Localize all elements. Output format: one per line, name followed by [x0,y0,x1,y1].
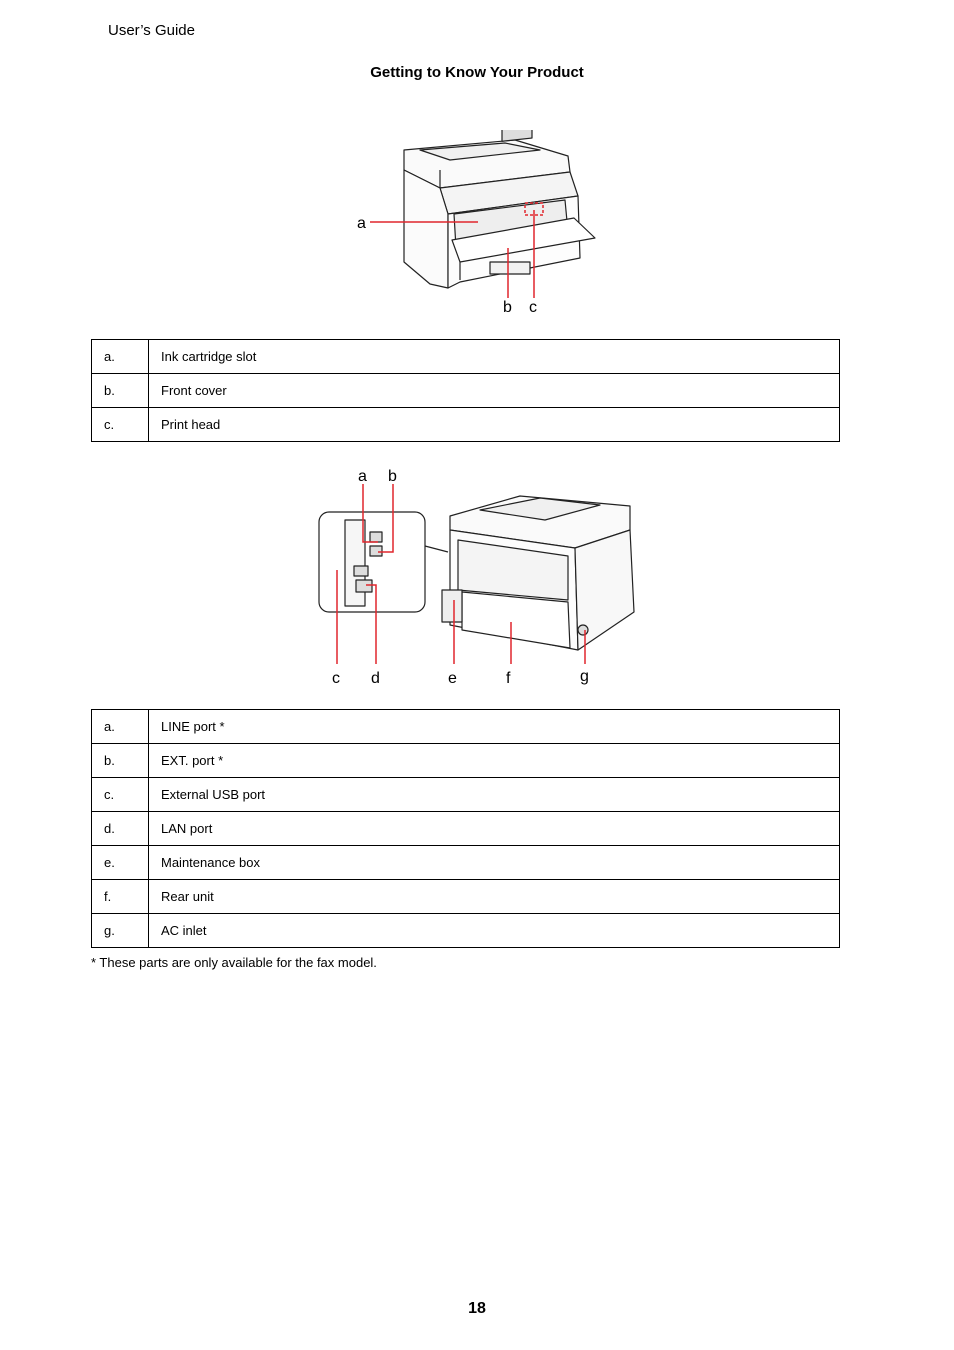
part-label: Front cover [148,373,840,408]
section-title: Getting to Know Your Product [370,64,584,81]
running-header: User’s Guide [108,22,195,39]
callout-c: c [529,299,537,316]
table-row: b.EXT. port * [91,743,840,778]
callout-b: b [503,299,512,316]
callout-e: e [448,670,457,687]
table-row: e.Maintenance box [91,845,840,880]
callout-g: g [580,668,589,685]
printer-rear-illustration: a b c d e f g [318,468,635,687]
part-key: g. [91,913,149,948]
printer-front-illustration: a b c [357,130,596,316]
table-row: f.Rear unit [91,879,840,914]
part-key: c. [91,407,149,442]
callout-c: c [332,670,340,687]
callout-a: a [357,215,366,232]
part-key: f. [91,879,149,914]
rear-parts-table: a.LINE port *b.EXT. port *c.External USB… [91,709,840,948]
table-row: c.Print head [91,407,840,442]
table-row: d.LAN port [91,811,840,846]
part-key: d. [91,811,149,846]
callout-d: d [371,670,380,687]
part-label: EXT. port * [148,743,840,778]
table-row: b.Front cover [91,373,840,408]
part-key: a. [91,709,149,744]
table-row: g.AC inlet [91,913,840,948]
table-row: a.LINE port * [91,709,840,744]
page-number: 18 [468,1300,486,1317]
part-label: LINE port * [148,709,840,744]
part-key: b. [91,743,149,778]
part-key: a. [91,339,149,374]
part-label: LAN port [148,811,840,846]
callout-a: a [358,468,367,485]
table-row: c.External USB port [91,777,840,812]
footnote: * These parts are only available for the… [91,955,377,970]
part-key: c. [91,777,149,812]
part-key: b. [91,373,149,408]
part-label: Rear unit [148,879,840,914]
callout-f: f [506,670,511,687]
part-label: External USB port [148,777,840,812]
part-label: Maintenance box [148,845,840,880]
table-row: a.Ink cartridge slot [91,339,840,374]
part-key: e. [91,845,149,880]
part-label: Print head [148,407,840,442]
part-label: AC inlet [148,913,840,948]
part-label: Ink cartridge slot [148,339,840,374]
callout-b: b [388,468,397,485]
